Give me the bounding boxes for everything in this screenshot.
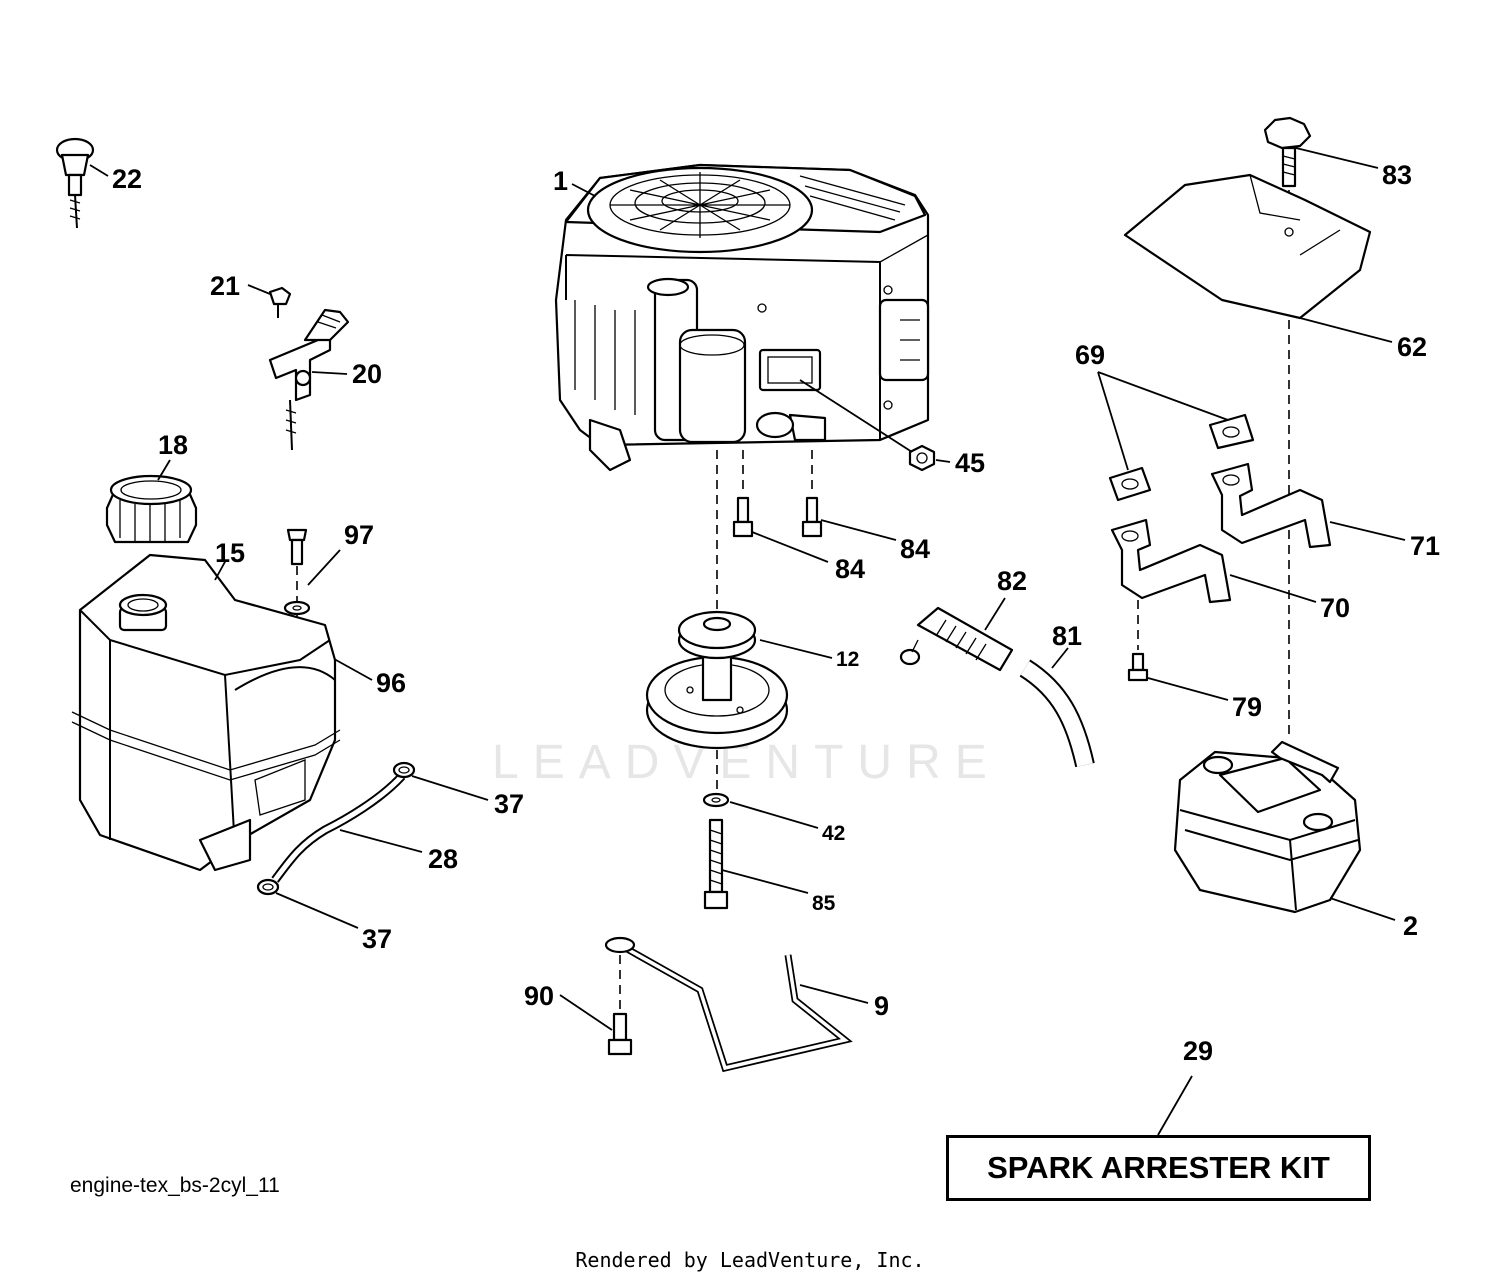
clamp-part-37-upper[interactable] xyxy=(392,761,416,779)
fuel-filter-part-82[interactable] xyxy=(899,606,1014,672)
callout-12[interactable]: 12 xyxy=(836,648,859,671)
callout-9[interactable]: 9 xyxy=(874,991,889,1021)
drawing-id: engine-tex_bs-2cyl_11 xyxy=(70,1174,280,1197)
heat-shield-part-62[interactable] xyxy=(1123,173,1372,320)
footer-credit: Rendered by LeadVenture, Inc. xyxy=(575,1248,925,1272)
callout-96[interactable]: 96 xyxy=(376,668,406,698)
callout-69[interactable]: 69 xyxy=(1075,340,1105,370)
callout-85[interactable]: 85 xyxy=(812,892,836,915)
callout-82[interactable]: 82 xyxy=(997,566,1027,596)
callout-18[interactable]: 18 xyxy=(158,430,188,460)
callout-97[interactable]: 97 xyxy=(344,520,374,550)
fuel-line-part-28[interactable] xyxy=(271,772,406,883)
callout-29[interactable]: 29 xyxy=(1183,1036,1213,1066)
callout-70[interactable]: 70 xyxy=(1320,593,1350,623)
rod-part-9[interactable] xyxy=(604,936,853,1073)
callout-84-right[interactable]: 84 xyxy=(900,534,930,564)
callout-81[interactable]: 81 xyxy=(1052,621,1082,651)
callout-37-upper[interactable]: 37 xyxy=(494,789,524,819)
nut-part-45[interactable] xyxy=(908,444,936,472)
callout-15[interactable]: 15 xyxy=(215,538,245,568)
muffler-part-2[interactable] xyxy=(1173,740,1362,914)
callout-62[interactable]: 62 xyxy=(1397,332,1427,362)
washer-part-96[interactable] xyxy=(283,600,311,616)
callout-28[interactable]: 28 xyxy=(428,844,458,874)
callout-79[interactable]: 79 xyxy=(1232,692,1262,722)
callout-42[interactable]: 42 xyxy=(822,822,845,845)
bolt-part-79[interactable] xyxy=(1127,652,1149,682)
exhaust-pipe-part-71[interactable] xyxy=(1210,462,1332,549)
callout-20[interactable]: 20 xyxy=(352,359,382,389)
knob-part-22[interactable] xyxy=(55,137,95,229)
fuel-cap-part-18[interactable] xyxy=(105,474,198,544)
callout-71[interactable]: 71 xyxy=(1410,531,1440,561)
pulley-part-12[interactable] xyxy=(645,610,789,750)
callout-22[interactable]: 22 xyxy=(112,164,142,194)
bolt-part-84-right[interactable] xyxy=(801,450,823,538)
washer-part-42[interactable] xyxy=(702,792,730,808)
hose-part-81[interactable] xyxy=(1019,659,1095,768)
callout-2[interactable]: 2 xyxy=(1403,911,1418,941)
spark-arrester-kit-label[interactable]: SPARK ARRESTER KIT xyxy=(946,1135,1371,1201)
engine-part[interactable] xyxy=(554,163,930,472)
bolt-part-21[interactable] xyxy=(268,286,292,318)
callout-37-lower[interactable]: 37 xyxy=(362,924,392,954)
gasket-part-69-right[interactable] xyxy=(1208,413,1255,450)
throttle-part-20[interactable] xyxy=(268,308,350,451)
clamp-part-37-lower[interactable] xyxy=(256,878,280,896)
bolt-part-90[interactable] xyxy=(607,955,633,1056)
callout-90[interactable]: 90 xyxy=(524,981,554,1011)
bolt-part-84-left[interactable] xyxy=(732,450,754,538)
fuel-tank-part-15[interactable] xyxy=(71,553,341,872)
callout-1[interactable]: 1 xyxy=(553,166,568,196)
bolt-part-83[interactable] xyxy=(1263,116,1312,188)
callout-21[interactable]: 21 xyxy=(210,271,240,301)
callout-84-left[interactable]: 84 xyxy=(835,554,865,584)
bolt-part-85[interactable] xyxy=(703,818,729,910)
bolt-part-97[interactable] xyxy=(286,528,308,566)
exhaust-pipe-part-70[interactable] xyxy=(1110,518,1232,604)
gasket-part-69-left[interactable] xyxy=(1108,466,1152,502)
callout-45[interactable]: 45 xyxy=(955,448,985,478)
callout-83[interactable]: 83 xyxy=(1382,160,1412,190)
